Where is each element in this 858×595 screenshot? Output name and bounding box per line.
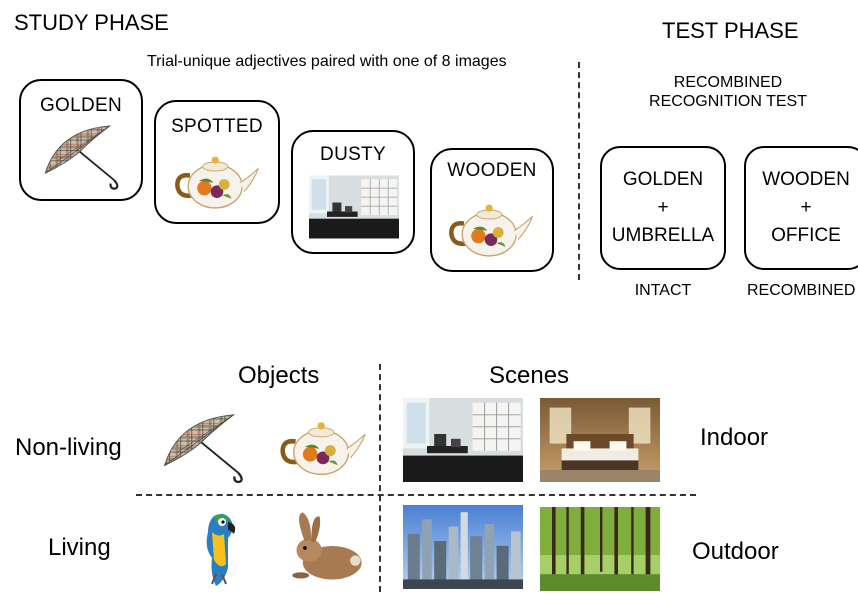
test-caption-recombined: RECOMBINED	[747, 282, 856, 299]
study-phase-subtitle: Trial-unique adjectives paired with one …	[147, 53, 507, 70]
grid-horizontal-divider	[136, 494, 696, 496]
test-card-recombined: WOODEN + OFFICE	[744, 146, 858, 270]
test-subtitle-line2: RECOGNITION TEST	[649, 93, 807, 110]
study-card-golden: GOLDEN	[19, 79, 143, 201]
study-card-label: DUSTY	[320, 144, 386, 165]
umbrella-icon	[41, 121, 127, 191]
test-card-item: OFFICE	[771, 225, 841, 246]
teapot-icon	[172, 148, 262, 212]
umbrella-icon	[160, 404, 252, 490]
study-card-dusty: DUSTY	[291, 130, 415, 254]
study-phase-title: STUDY PHASE	[14, 10, 169, 35]
study-card-label: WOODEN	[447, 160, 537, 181]
test-caption-intact: INTACT	[634, 282, 692, 299]
study-card-spotted: SPOTTED	[154, 100, 280, 224]
study-card-wooden: WOODEN	[430, 148, 554, 272]
rabbit-icon	[286, 510, 370, 584]
test-phase-title: TEST PHASE	[662, 18, 799, 43]
row-label-living: Living	[48, 534, 111, 561]
test-card-item: UMBRELLA	[611, 225, 715, 246]
grid-vertical-divider	[379, 364, 381, 592]
test-card-word: GOLDEN	[622, 169, 704, 190]
column-label-scenes: Scenes	[489, 362, 570, 389]
phase-divider	[578, 62, 580, 280]
row-label-nonliving: Non-living	[15, 434, 122, 461]
teapot-icon	[276, 414, 370, 478]
side-label-outdoor: Outdoor	[692, 538, 779, 565]
study-card-label: GOLDEN	[39, 95, 123, 116]
side-label-indoor: Indoor	[700, 424, 769, 451]
test-subtitle-line1: RECOMBINED	[673, 74, 783, 91]
test-card-word: WOODEN	[762, 169, 850, 190]
test-card-plus: +	[800, 197, 812, 218]
forest-photo	[540, 507, 660, 591]
teapot-icon	[446, 196, 536, 260]
column-label-objects: Objects	[238, 362, 320, 389]
test-phase-subtitle: RECOMBINED RECOGNITION TEST	[0, 73, 858, 111]
test-card-plus: +	[657, 197, 669, 218]
city-photo	[403, 505, 523, 589]
study-card-label: SPOTTED	[171, 116, 263, 137]
office-photo	[309, 174, 399, 240]
test-card-intact: GOLDEN + UMBRELLA	[600, 146, 726, 270]
bedroom-photo	[540, 398, 660, 482]
office-photo	[403, 398, 523, 482]
parrot-icon	[192, 508, 252, 588]
